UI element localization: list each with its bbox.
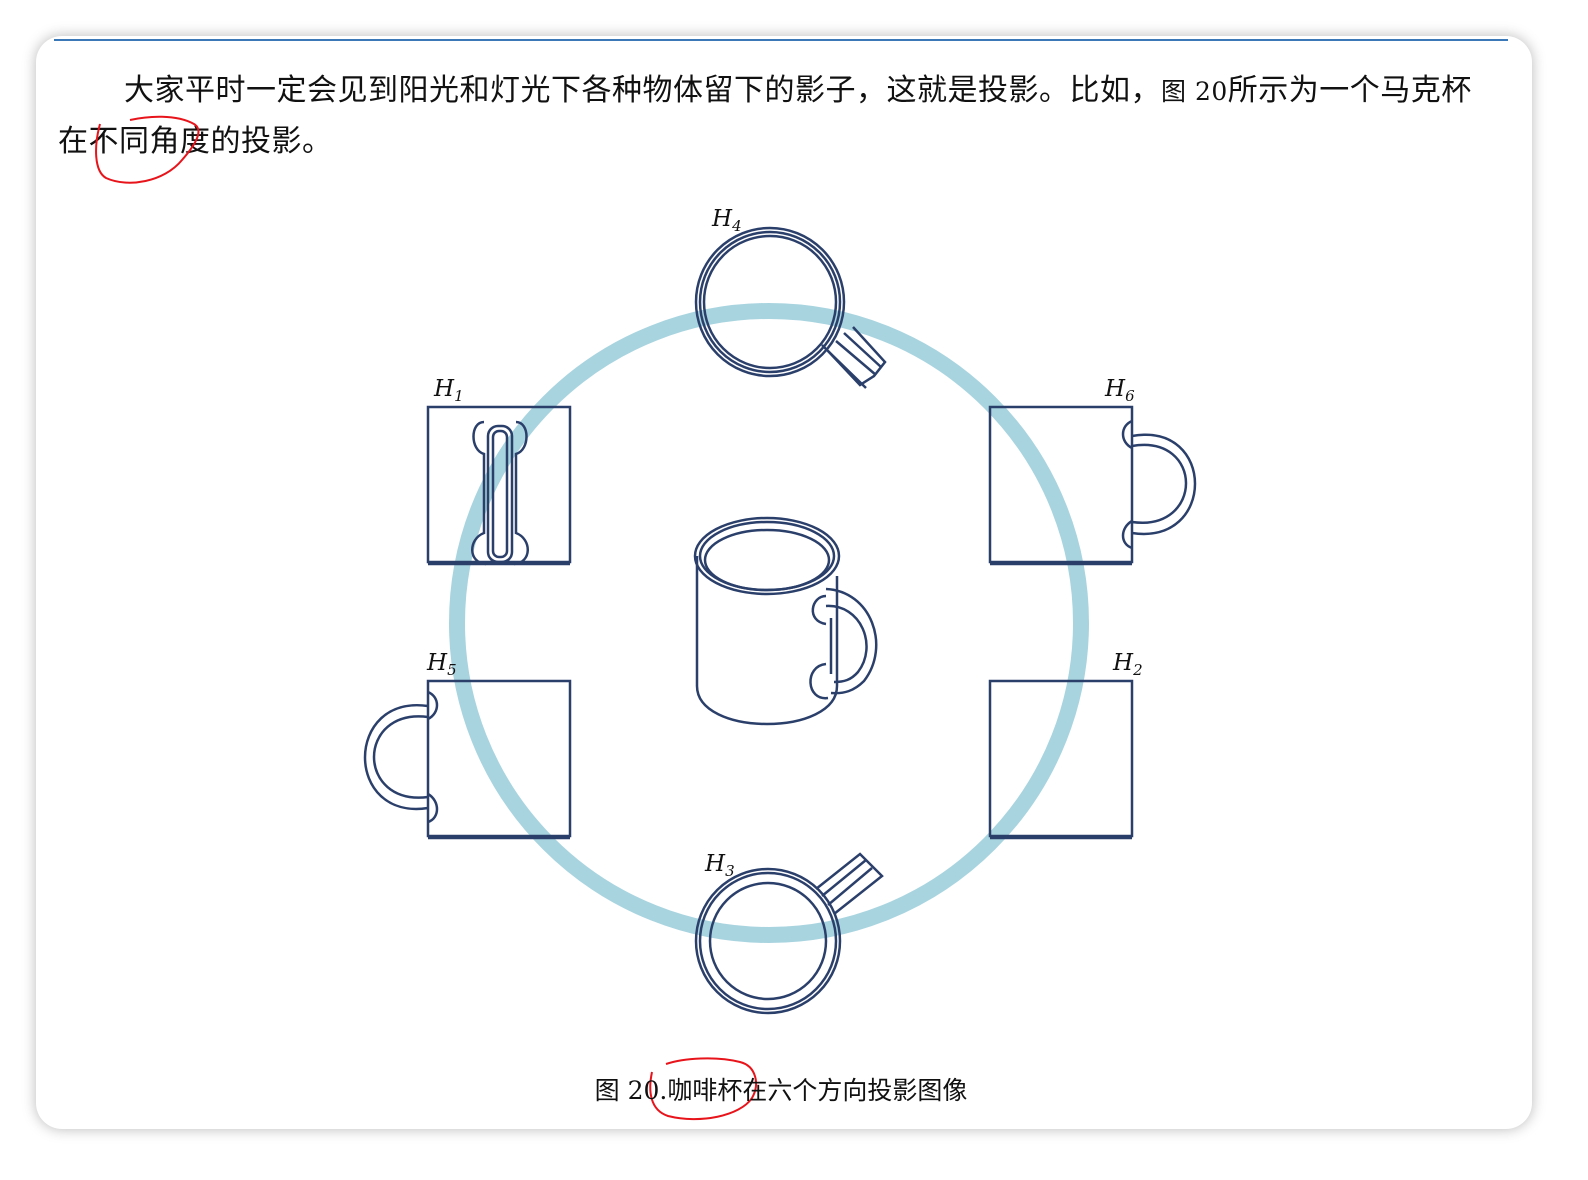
label-h5: H5	[426, 650, 457, 679]
label-h6: H6	[1104, 376, 1135, 405]
figure-caption: 图 20.咖啡杯在六个方向投影图像	[36, 1071, 1526, 1107]
label-h3: H3	[704, 851, 735, 880]
label-h4: H4	[711, 206, 742, 235]
paragraph-text-2: 所示为一个马克杯在不同角度的投影。	[58, 73, 1472, 159]
paragraph-text-1: 大家平时一定会见到阳光和灯光下各种物体留下的影子，这就是投影。比如，	[124, 73, 1161, 108]
header-rule	[54, 39, 1508, 41]
label-h1: H1	[433, 376, 464, 405]
label-h2: H2	[1112, 650, 1143, 679]
caption-text: 咖啡杯在六个方向投影图像	[667, 1076, 968, 1105]
h6-side-view	[988, 405, 1197, 566]
h3-bottom-view	[694, 852, 884, 1015]
annotation-circle-caption	[649, 1057, 757, 1121]
document-page: 大家平时一定会见到阳光和灯光下各种物体留下的影子，这就是投影。比如，图 20所示…	[36, 36, 1532, 1129]
center-3d-mug	[693, 516, 878, 726]
h5-side-view	[363, 679, 572, 840]
projection-ring	[449, 303, 1089, 943]
annotation-circle-paragraph	[95, 115, 200, 184]
caption-number: 图 20.	[594, 1076, 668, 1105]
intro-paragraph: 大家平时一定会见到阳光和灯光下各种物体留下的影子，这就是投影。比如，图 20所示…	[58, 66, 1498, 167]
h1-front-view	[426, 405, 572, 566]
mug-projection-figure: H4 H1 H6 H5 H2 H3	[95, 115, 1197, 1121]
h4-top-view	[694, 226, 887, 389]
h2-back-view	[988, 679, 1134, 840]
figure-reference: 图 20	[1161, 77, 1228, 106]
red-annotation-marks	[95, 115, 757, 1121]
